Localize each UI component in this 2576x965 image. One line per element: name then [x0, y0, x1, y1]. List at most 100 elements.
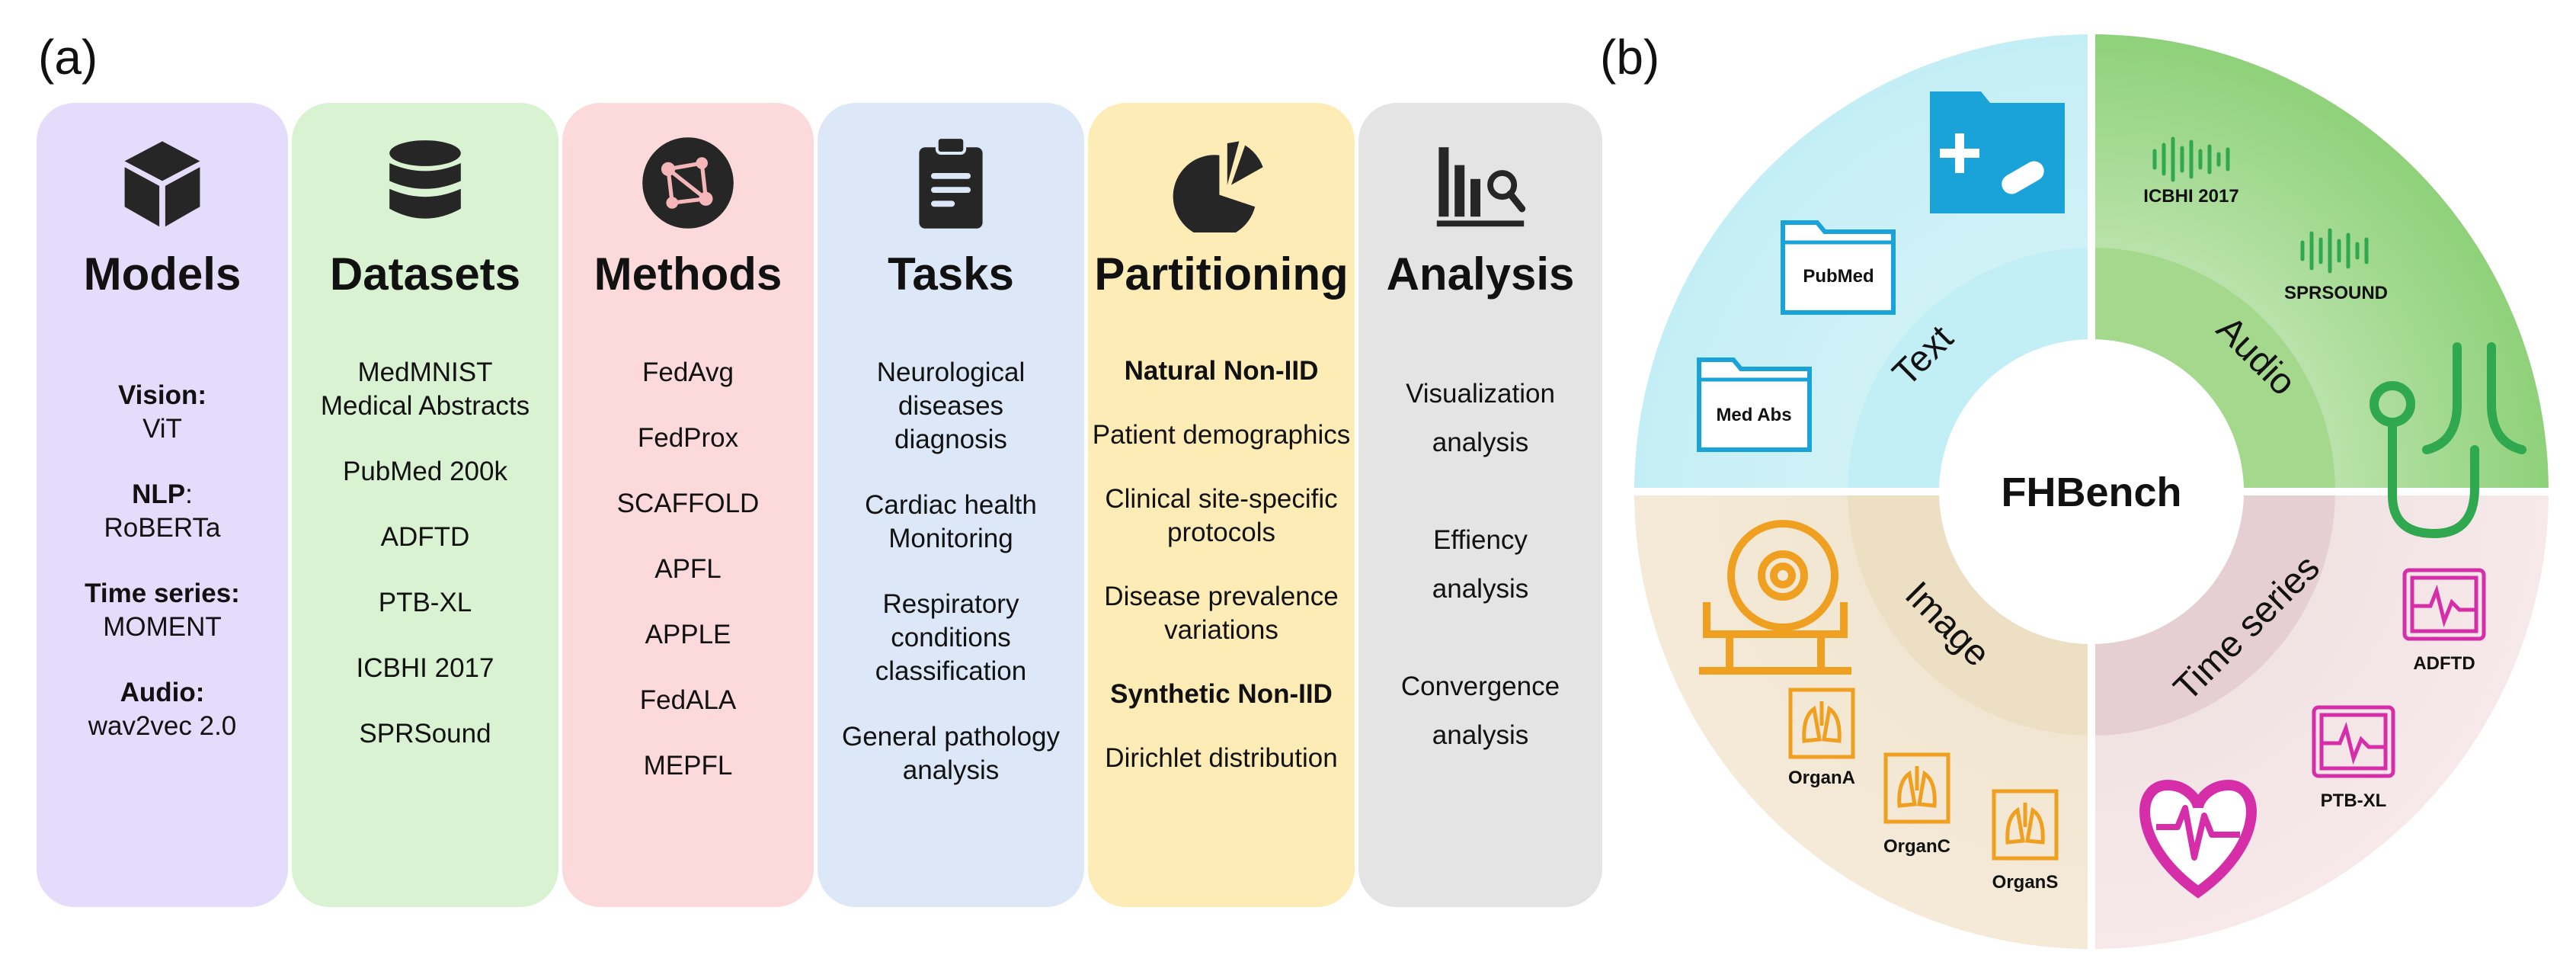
datasets-title: Datasets [329, 248, 521, 300]
model-key: NLP [132, 479, 186, 509]
lung-scan-icon [1992, 789, 2059, 861]
tasks-column: Tasks Neurological diseases diagnosis Ca… [818, 103, 1084, 907]
model-value: RoBERTa [104, 513, 221, 543]
model-value: MOMENT [103, 612, 222, 642]
partitioning-title: Partitioning [1094, 248, 1349, 300]
list-item: protocols [1166, 518, 1276, 547]
partitioning-column: Partitioning Natural Non-IID Patient dem… [1088, 103, 1355, 907]
panel-a-label: (a) [38, 30, 98, 85]
list-item: Monitoring [888, 524, 1013, 553]
list-item: SPRSound [359, 719, 491, 749]
datasets-column: Datasets MedMNIST Medical Abstracts PubM… [292, 103, 558, 907]
model-key: Audio: [120, 678, 205, 707]
list-item: Respiratory [882, 589, 1019, 619]
dataset-medabs: Med Abs [1716, 405, 1791, 425]
list-item: analysis [1432, 574, 1529, 604]
list-item: Vision: ViT [37, 379, 288, 446]
wheel-center-label: FHBench [2001, 470, 2181, 515]
list-item: analysis [902, 755, 1000, 785]
list-item: ICBHI 2017 [356, 653, 494, 683]
list-item: classification [875, 656, 1027, 686]
partitioning-list: Natural Non-IID Patient demographics Cli… [1088, 354, 1355, 775]
list-item: PTB-XL [378, 588, 472, 617]
list-item: FedAvg [642, 357, 734, 387]
lung-scan-icon [1883, 752, 1950, 824]
models-list: Vision: ViT NLP: RoBERTa Time series: MO… [37, 379, 288, 743]
list-item: variations [1164, 615, 1278, 645]
list-item: PubMed 200k [343, 457, 507, 486]
list-item: diseases [898, 391, 1004, 421]
list-item: Medical Abstracts [320, 391, 530, 421]
dataset-organs: OrganS [1992, 872, 2059, 893]
list-item: ADFTD [380, 522, 470, 552]
datasets-list: MedMNIST Medical Abstracts PubMed 200k A… [292, 356, 558, 751]
mri-scanner-icon [1699, 520, 1851, 675]
network-icon [642, 137, 734, 229]
list-item: General pathology [841, 722, 1061, 752]
panel-b-label: (b) [1600, 30, 1660, 85]
sound-wave-icon [2300, 228, 2369, 274]
stethoscope-icon [2370, 342, 2526, 539]
methods-list: FedAvg FedProx SCAFFOLD APFL APPLE FedAL… [562, 356, 814, 783]
heartbeat-icon [2139, 779, 2257, 899]
analysis-title: Analysis [1386, 248, 1575, 300]
list-item: Synthetic Non-IID [1110, 679, 1333, 709]
tasks-title: Tasks [888, 248, 1014, 300]
bar-chart-search-icon [1436, 147, 1526, 227]
tasks-list: Neurological diseases diagnosis Cardiac … [818, 356, 1084, 787]
methods-column: Methods FedAvg FedProx SCAFFOLD APFL APP… [562, 103, 814, 907]
list-item: analysis [1432, 428, 1529, 457]
list-item: Convergence [1400, 672, 1560, 701]
model-key: Vision: [117, 380, 207, 410]
list-item: analysis [1432, 720, 1529, 750]
model-sep: : [185, 479, 193, 509]
list-item: Neurological [876, 357, 1026, 387]
list-item: Dirichlet distribution [1105, 743, 1338, 773]
medical-folder-icon [1930, 91, 2065, 213]
wheel-center [1939, 339, 2244, 644]
list-item: SCAFFOLD [616, 489, 760, 518]
model-key: Time series: [85, 579, 240, 608]
lung-scan-icon [1788, 688, 1855, 759]
cube-icon [124, 141, 200, 227]
dataset-organa: OrganA [1788, 768, 1855, 788]
pie-chart-icon [1173, 141, 1263, 232]
list-item: Effiency [1433, 525, 1528, 555]
list-item: Time series: MOMENT [37, 577, 288, 644]
ecg-monitor-icon [2402, 568, 2486, 641]
list-item: Natural Non-IID [1124, 356, 1319, 386]
database-icon [389, 140, 461, 219]
fhbench-wheel: FHBench Text Audio Image Time series Pub… [1630, 30, 2552, 953]
model-value: wav2vec 2.0 [88, 711, 237, 741]
dataset-adftd: ADFTD [2413, 653, 2475, 674]
methods-title: Methods [594, 248, 782, 300]
list-item: MEPFL [643, 751, 733, 781]
list-item: diagnosis [894, 425, 1007, 454]
folder-icon [1697, 357, 1812, 452]
dataset-organc: OrganC [1883, 836, 1950, 857]
list-item: Cardiac health [865, 490, 1037, 520]
clipboard-icon [919, 136, 983, 229]
analysis-list: Visualization analysis Effiency analysis… [1358, 370, 1602, 760]
list-item: Audio: wav2vec 2.0 [37, 676, 288, 743]
list-item: MedMNIST [357, 357, 493, 387]
sound-wave-icon [2152, 136, 2230, 182]
models-column: Models Vision: ViT NLP: RoBERTa Time ser… [37, 103, 288, 907]
list-item: FedProx [637, 423, 739, 453]
analysis-column: Analysis Visualization analysis Effiency… [1358, 103, 1602, 907]
dataset-icbhi: ICBHI 2017 [2143, 186, 2238, 207]
list-item: APPLE [645, 620, 731, 649]
dataset-sprsound: SPRSOUND [2284, 283, 2388, 303]
model-value: ViT [142, 414, 182, 444]
list-item: Patient demographics [1092, 420, 1351, 450]
dataset-pubmed: PubMed [1803, 266, 1874, 287]
list-item: FedALA [639, 685, 737, 715]
list-item: Visualization [1406, 379, 1555, 409]
folder-icon [1781, 220, 1896, 315]
dataset-ptbxl: PTB-XL [2321, 790, 2387, 811]
ecg-monitor-icon [2312, 705, 2395, 778]
models-title: Models [83, 248, 242, 300]
list-item: Clinical site-specific [1105, 484, 1338, 514]
list-item: Disease prevalence [1104, 582, 1339, 611]
list-item: conditions [891, 623, 1011, 652]
